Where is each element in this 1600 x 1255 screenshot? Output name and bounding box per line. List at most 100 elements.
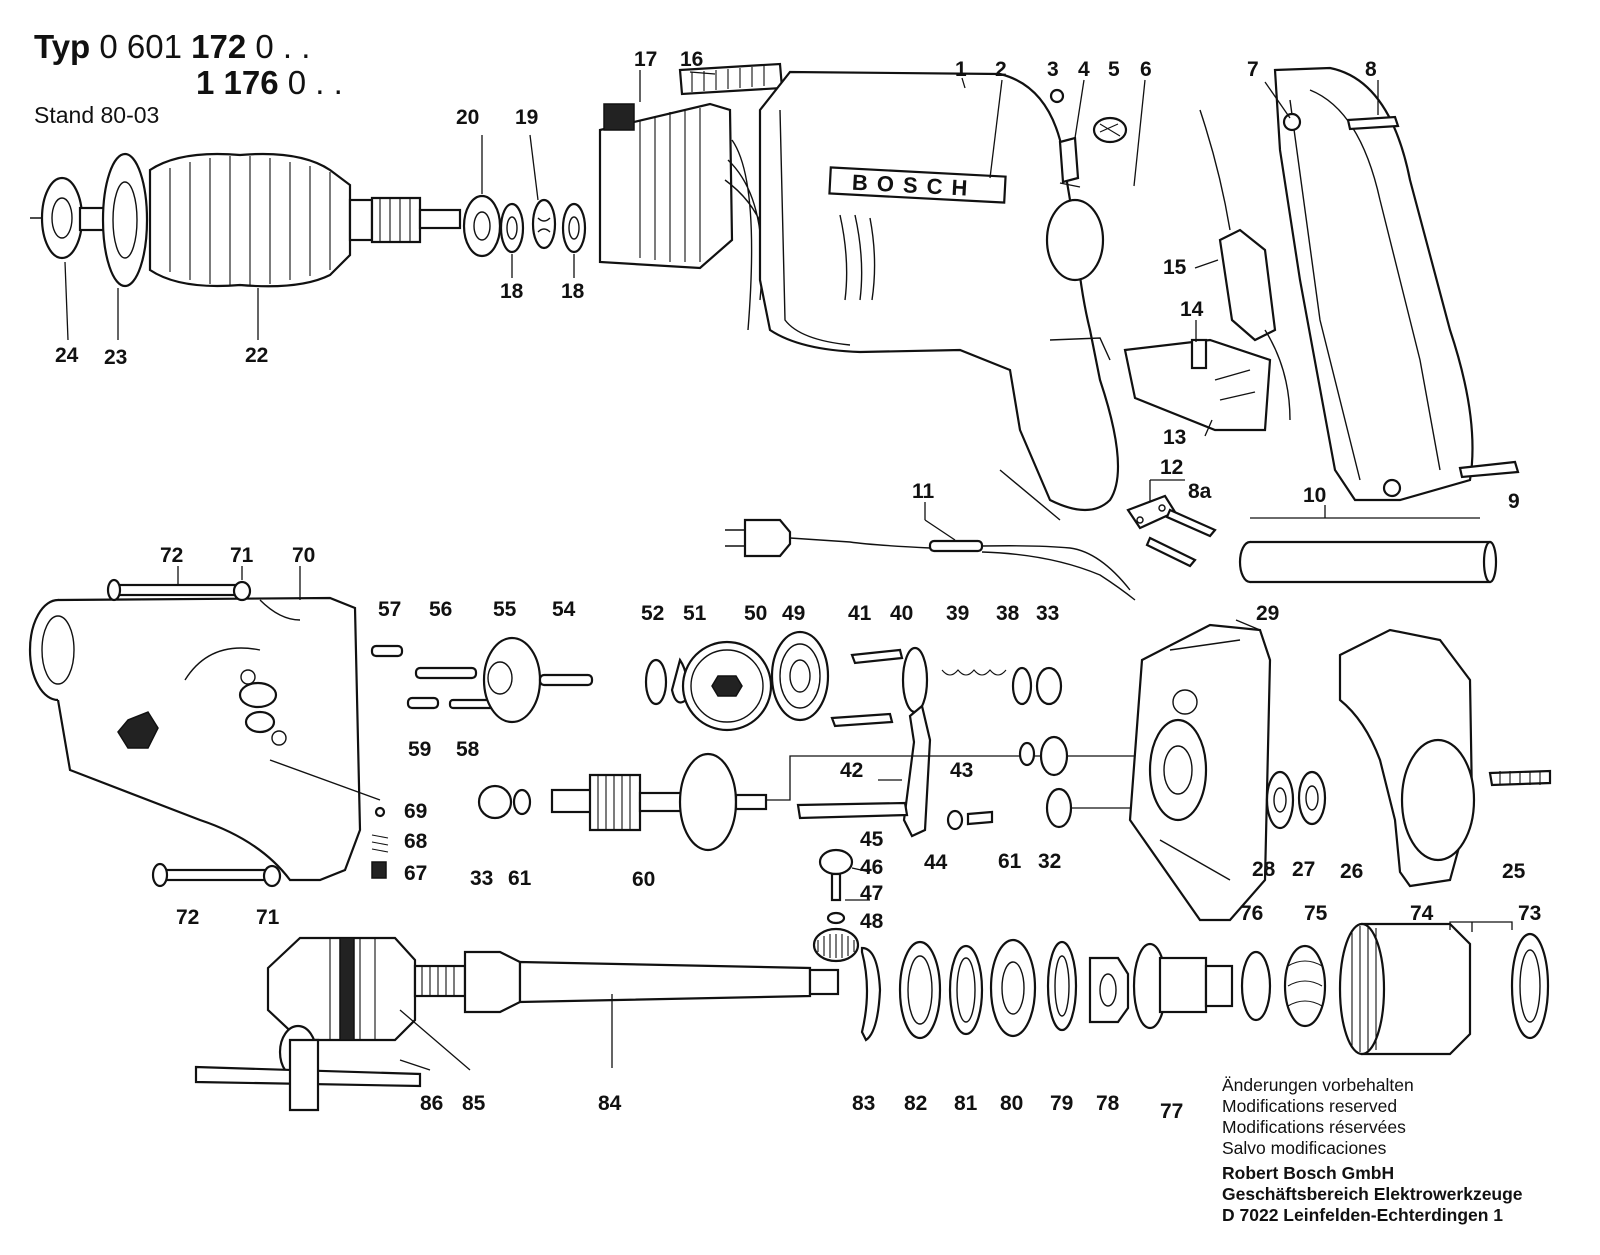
knob-group bbox=[812, 848, 871, 963]
screw-43 bbox=[966, 810, 994, 826]
callout: 38 bbox=[996, 602, 1020, 625]
callout: 40 bbox=[890, 602, 913, 625]
ring-73 bbox=[1510, 932, 1550, 1040]
callout: 48 bbox=[860, 910, 884, 933]
notice-en: Modifications reserved bbox=[1222, 1096, 1398, 1116]
callout: 8a bbox=[1188, 480, 1212, 503]
callout: 41 bbox=[848, 602, 872, 625]
washer-61b bbox=[1018, 741, 1036, 767]
callout: 58 bbox=[456, 738, 480, 761]
shift-lever-42 bbox=[902, 704, 932, 838]
cable-protector-15 bbox=[1218, 228, 1277, 342]
callout: 69 bbox=[404, 800, 427, 823]
screw-8a-2 bbox=[1145, 536, 1197, 568]
pin-59 bbox=[406, 696, 440, 710]
callout: 84 bbox=[598, 1092, 622, 1115]
callout: 33 bbox=[1036, 602, 1059, 625]
callout: 13 bbox=[1163, 426, 1186, 449]
callout: 50 bbox=[744, 602, 767, 625]
spring-68 bbox=[371, 834, 389, 853]
callout-labels: 1 2 3 4 5 6 7 8 8a 9 10 11 12 13 14 15 1… bbox=[55, 48, 1541, 1123]
bushing-33a bbox=[1035, 666, 1063, 706]
callout: 71 bbox=[256, 906, 280, 929]
callout: 15 bbox=[1163, 256, 1187, 279]
screw-8 bbox=[1346, 115, 1400, 131]
ring-52 bbox=[644, 658, 668, 706]
callout: 85 bbox=[462, 1092, 486, 1115]
pin-54 bbox=[538, 673, 594, 687]
spring-39 bbox=[941, 669, 1007, 676]
callout: 5 bbox=[1108, 58, 1120, 81]
typ-number-1: 172 bbox=[191, 28, 247, 65]
bearing-20 bbox=[462, 194, 502, 258]
callout: 33 bbox=[470, 867, 493, 890]
bushing-33c bbox=[1039, 735, 1069, 777]
callout: 8 bbox=[1365, 58, 1377, 81]
callout: 45 bbox=[860, 828, 884, 851]
callout: 17 bbox=[634, 48, 657, 71]
callout: 72 bbox=[160, 544, 183, 567]
washer-18a bbox=[499, 202, 525, 254]
callout: 83 bbox=[852, 1092, 875, 1115]
switch-small-parts bbox=[1049, 79, 1146, 188]
callout: 27 bbox=[1292, 858, 1315, 881]
callout: 16 bbox=[680, 48, 703, 71]
callout: 72 bbox=[176, 906, 199, 929]
callout: 67 bbox=[404, 862, 427, 885]
washer-27 bbox=[1297, 770, 1327, 826]
callout: 26 bbox=[1340, 860, 1363, 883]
callout: 77 bbox=[1160, 1100, 1183, 1123]
typ-label: Typ bbox=[34, 28, 91, 65]
callout: 46 bbox=[860, 856, 883, 879]
ring-81 bbox=[948, 944, 984, 1036]
field-coil-17 bbox=[598, 102, 734, 270]
washer-19 bbox=[531, 198, 557, 250]
callout: 68 bbox=[404, 830, 428, 853]
callout: 20 bbox=[456, 106, 479, 129]
clip-44 bbox=[946, 809, 964, 831]
callout: 81 bbox=[954, 1092, 978, 1115]
screw-8a-1 bbox=[1165, 508, 1217, 538]
callout: 3 bbox=[1047, 58, 1059, 81]
callout: 80 bbox=[1000, 1092, 1023, 1115]
typ-suffix-2: 0 . . bbox=[287, 64, 343, 101]
ring-79 bbox=[1046, 940, 1078, 1032]
callout: 29 bbox=[1256, 602, 1279, 625]
spring-75 bbox=[1283, 944, 1327, 1028]
typ-prefix: 0 601 bbox=[99, 28, 182, 65]
notice-fr: Modifications réservées bbox=[1222, 1117, 1406, 1137]
bearing-washer-group bbox=[462, 134, 587, 278]
callout: 18 bbox=[561, 280, 585, 303]
callout: 79 bbox=[1050, 1092, 1073, 1115]
typ-number-2: 1 176 bbox=[196, 64, 279, 101]
callout: 74 bbox=[1410, 902, 1434, 925]
gear-group bbox=[644, 630, 830, 732]
callout: 56 bbox=[429, 598, 452, 621]
callout: 55 bbox=[493, 598, 517, 621]
pin-56 bbox=[414, 666, 478, 680]
shift-fork-41 bbox=[830, 648, 904, 728]
callout: 9 bbox=[1508, 490, 1520, 513]
callout: 12 bbox=[1160, 456, 1183, 479]
brand-plate bbox=[828, 166, 1007, 204]
callout: 78 bbox=[1096, 1092, 1120, 1115]
screw-6 bbox=[1059, 182, 1081, 188]
stand-label: Stand 80-03 bbox=[34, 102, 160, 128]
callout: 73 bbox=[1518, 902, 1541, 925]
nut-78 bbox=[1088, 956, 1130, 1024]
switch-assembly bbox=[1123, 109, 1291, 437]
callout: 23 bbox=[104, 346, 127, 369]
callout: 25 bbox=[1502, 860, 1526, 883]
type-line-2: 1 176 0 . . bbox=[196, 64, 343, 102]
notice-de: Änderungen vorbehalten bbox=[1222, 1075, 1414, 1095]
footer-notes: Änderungen vorbehalten Modifications res… bbox=[1222, 1075, 1523, 1226]
gear-housing-70 bbox=[28, 566, 381, 882]
washer-61a bbox=[512, 788, 532, 816]
callout: 60 bbox=[632, 868, 655, 891]
callout: 59 bbox=[408, 738, 431, 761]
callout: 75 bbox=[1304, 902, 1328, 925]
callout: 32 bbox=[1038, 850, 1061, 873]
power-cable-11 bbox=[725, 502, 1136, 601]
washer-38 bbox=[1011, 666, 1033, 706]
